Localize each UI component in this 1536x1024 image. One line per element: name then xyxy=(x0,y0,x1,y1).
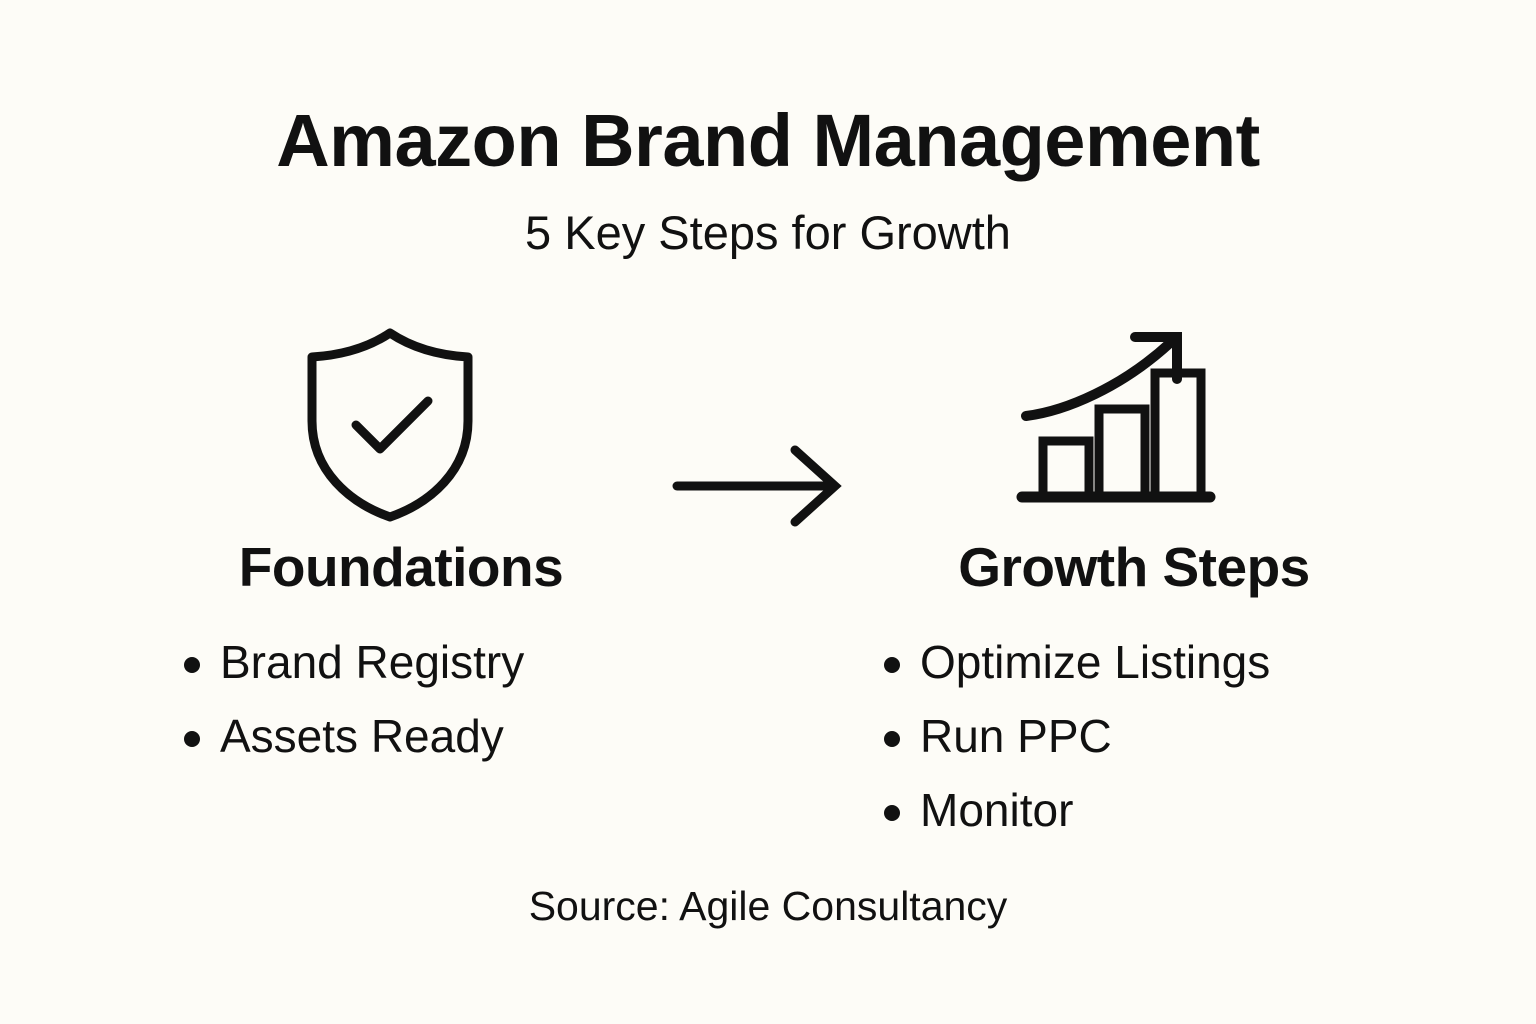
list-item: Monitor xyxy=(850,787,1390,833)
list-item-label: Brand Registry xyxy=(220,636,525,688)
list-item-label: Optimize Listings xyxy=(920,636,1271,688)
bullet-list-foundations: Brand Registry Assets Ready xyxy=(120,639,660,759)
list-item: Run PPC xyxy=(850,713,1390,759)
bullet-dot-icon xyxy=(184,731,200,747)
shield-check-icon xyxy=(300,325,480,525)
page-subtitle: 5 Key Steps for Growth xyxy=(525,206,1011,259)
list-item: Optimize Listings xyxy=(850,639,1390,685)
list-item: Brand Registry xyxy=(120,639,660,685)
bullet-dot-icon xyxy=(184,657,200,673)
source-attribution: Source: Agile Consultancy xyxy=(528,883,1008,929)
bullet-dot-icon xyxy=(884,731,900,747)
column-heading-growth-steps: Growth Steps xyxy=(958,536,1310,598)
page-title: Amazon Brand Management xyxy=(276,99,1260,182)
bullet-dot-icon xyxy=(884,657,900,673)
column-heading-foundations: Foundations xyxy=(238,536,564,598)
column-foundations: Foundations Brand Registry Assets Ready xyxy=(120,540,660,787)
list-item-label: Assets Ready xyxy=(220,710,504,762)
list-item-label: Monitor xyxy=(920,784,1074,836)
arrow-right-icon xyxy=(665,440,855,532)
bullet-dot-icon xyxy=(884,805,900,821)
bullet-list-growth-steps: Optimize Listings Run PPC Monitor xyxy=(850,639,1390,833)
list-item: Assets Ready xyxy=(120,713,660,759)
column-growth-steps: Growth Steps Optimize Listings Run PPC M… xyxy=(850,540,1390,861)
bar-chart-growth-icon xyxy=(1012,325,1220,510)
list-item-label: Run PPC xyxy=(920,710,1112,762)
